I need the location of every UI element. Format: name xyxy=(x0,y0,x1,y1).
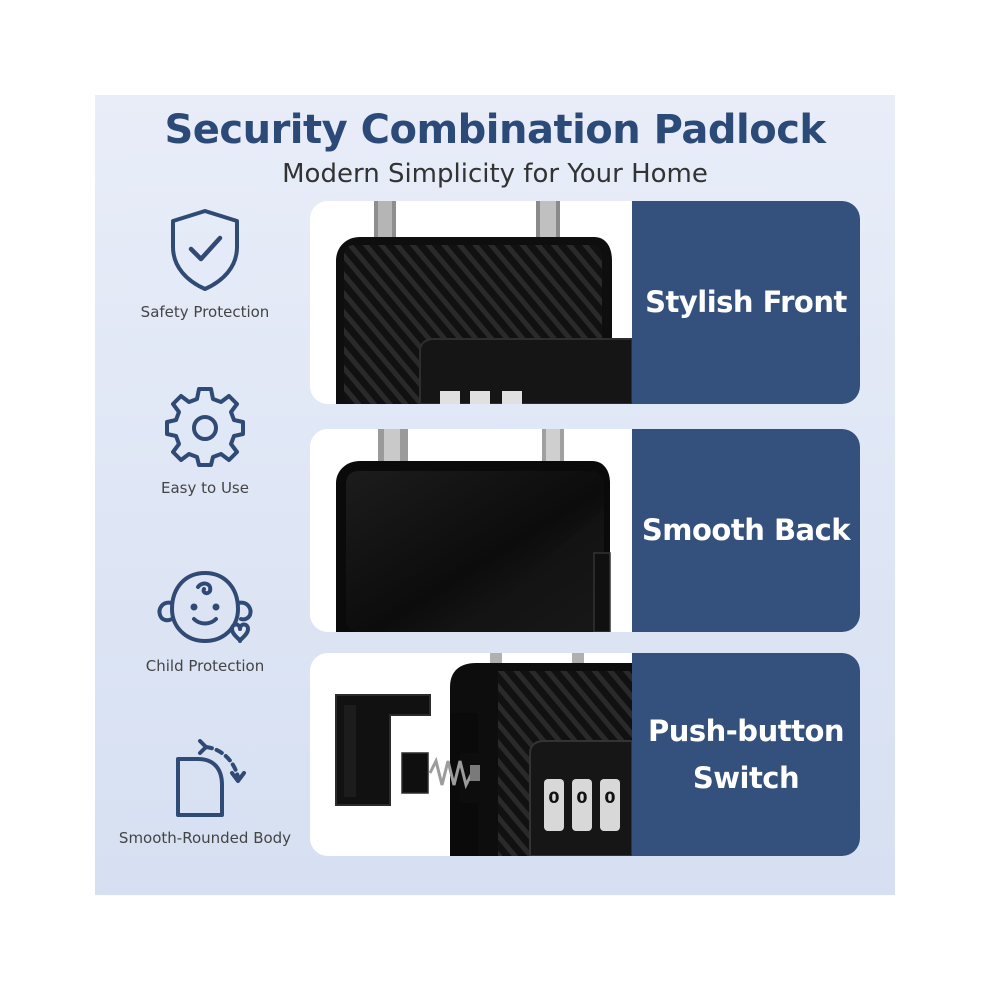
feature-child-protection: Child Protection xyxy=(115,563,295,675)
feature-label: Safety Protection xyxy=(140,303,270,321)
gear-icon xyxy=(165,387,245,467)
card-caption: Smooth Back xyxy=(641,513,851,548)
shield-check-icon xyxy=(171,209,239,291)
card-push-button-switch: 0 0 0 Push-button Switch xyxy=(310,653,860,856)
page-title: Security Combination Padlock xyxy=(164,107,826,153)
feature-label: Easy to Use xyxy=(161,479,249,497)
feature-smooth-rounded-body: Smooth-Rounded Body xyxy=(115,739,295,847)
caption-box: Push-button Switch xyxy=(632,653,860,856)
padlock-front-photo xyxy=(310,201,632,404)
caption-box: Stylish Front xyxy=(632,201,860,404)
dial-digit: 0 xyxy=(604,788,615,807)
padlock-switch-photo: 0 0 0 xyxy=(310,653,632,856)
feature-label: Smooth-Rounded Body xyxy=(118,829,292,847)
feature-easy-to-use: Easy to Use xyxy=(115,385,295,497)
feature-safety-protection: Safety Protection xyxy=(115,207,295,321)
card-smooth-back: Smooth Back xyxy=(310,429,860,632)
caption-box: Smooth Back xyxy=(632,429,860,632)
baby-face-icon xyxy=(157,571,253,643)
rounded-corner-icon xyxy=(176,739,246,817)
padlock-back-photo xyxy=(310,429,632,632)
card-caption: Stylish Front xyxy=(645,285,847,320)
card-caption: Push-button Switch xyxy=(647,714,845,795)
card-stylish-front: Stylish Front xyxy=(310,201,860,404)
dial-digit: 0 xyxy=(548,788,559,807)
page-subtitle: Modern Simplicity for Your Home xyxy=(282,159,708,189)
feature-label: Child Protection xyxy=(145,657,265,675)
dial-digit: 0 xyxy=(576,788,587,807)
product-panel: Security Combination Padlock Modern Simp… xyxy=(95,95,895,895)
